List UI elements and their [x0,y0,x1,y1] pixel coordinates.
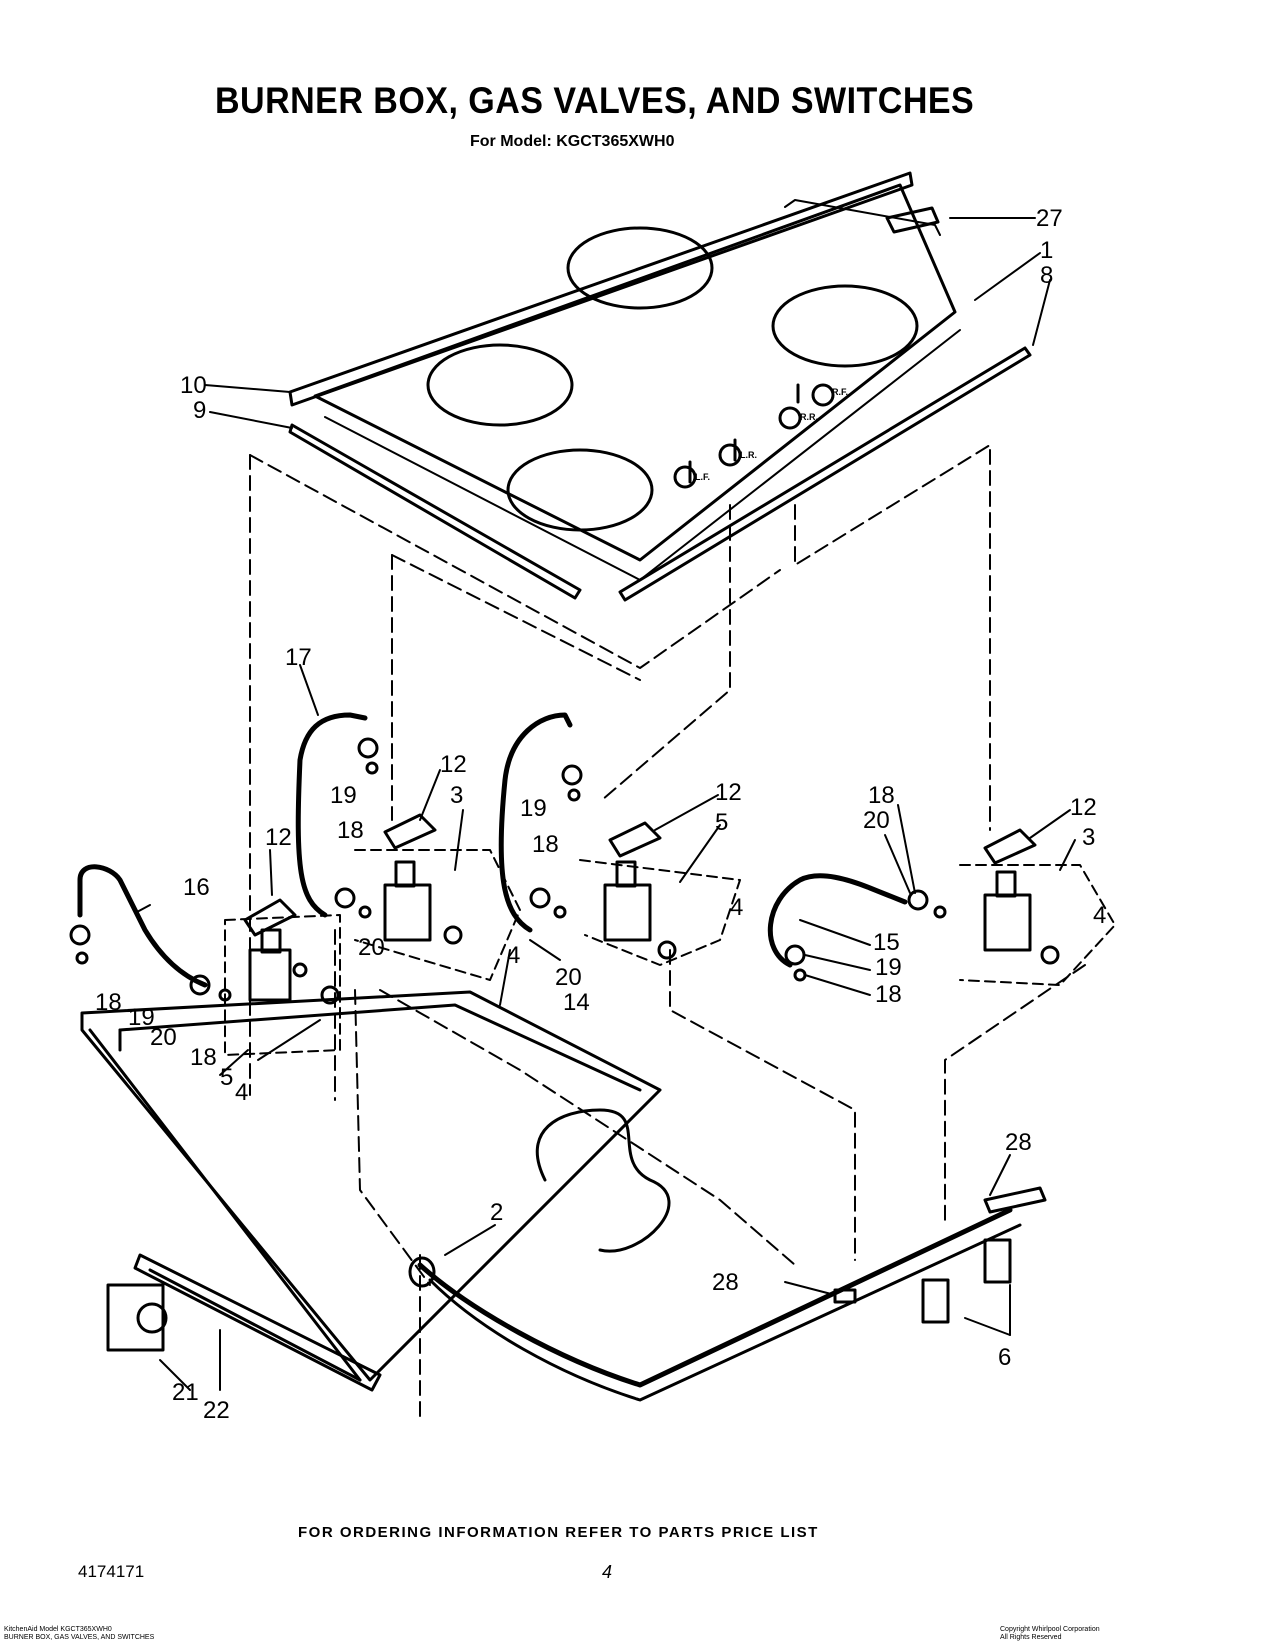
callout-3b: 3 [1082,824,1095,851]
fine-print-right: Copyright Whirlpool Corporation All Righ… [1000,1626,1100,1642]
label-left-rear: L.R. [740,450,757,460]
callout-18a: 18 [868,782,895,809]
callout-1: 1 [1040,237,1053,264]
callout-9: 9 [193,397,206,424]
fine-print-left-line1: KitchenAid Model KGCT365XWH0 [4,1626,112,1633]
callout-4b: 4 [1093,902,1106,929]
gas-valve-left [224,914,341,1056]
gas-valve-center-left [354,849,521,981]
callout-18f: 18 [190,1044,217,1071]
fine-print-right-line1: Copyright Whirlpool Corporation [1000,1626,1100,1633]
gas-tubes [77,712,908,988]
callout-12b: 12 [440,751,467,778]
fine-print-left: KitchenAid Model KGCT365XWH0 BURNER BOX,… [4,1626,154,1642]
callout-4d: 4 [235,1079,248,1106]
callout-20d: 20 [150,1024,177,1051]
callout-19a: 19 [330,782,357,809]
callout-12a: 12 [265,824,292,851]
callout-5a: 5 [715,809,728,836]
callout-12c: 12 [715,779,742,806]
label-right-front: R.F. [832,387,848,397]
callout-20c: 20 [555,964,582,991]
callout-4c: 4 [507,942,520,969]
trim-strips [288,171,1032,602]
fine-print-right-line2: All Rights Reserved [1000,1634,1062,1641]
callout-16: 16 [183,874,210,901]
callout-20b: 20 [358,934,385,961]
callout-5b: 5 [220,1064,233,1091]
callout-4a: 4 [730,894,743,921]
callout-18b: 18 [337,817,364,844]
callout-19d: 19 [128,1004,155,1031]
callout-15: 15 [873,929,900,956]
callout-20a: 20 [863,807,890,834]
page-number: 4 [602,1562,613,1582]
gas-valve-right [959,864,1116,986]
manifold-pipe [408,1207,1022,1402]
callout-17: 17 [285,644,312,671]
callout-28a: 28 [1005,1129,1032,1156]
document-number: 4174171 [78,1562,145,1581]
callout-27: 27 [1036,205,1063,232]
callout-21: 21 [172,1379,199,1406]
callout-8: 8 [1040,262,1053,289]
callout-2: 2 [490,1199,503,1226]
label-right-rear: R.R. [800,412,818,422]
callout-28b: 28 [712,1269,739,1296]
callout-12d: 12 [1070,794,1097,821]
callout-18d: 18 [875,981,902,1008]
page-title: BURNER BOX, GAS VALVES, AND SWITCHES [215,80,975,121]
fine-print-left-line2: BURNER BOX, GAS VALVES, AND SWITCHES [4,1634,155,1641]
cooktop-panel [313,183,961,581]
callout-10: 10 [180,372,207,399]
burner-box [80,990,671,1382]
callout-14: 14 [563,989,590,1016]
label-left-front: L.F. [695,472,710,482]
callout-3a: 3 [450,782,463,809]
callout-6: 6 [998,1344,1011,1371]
model-number: For Model: KGCT365XWH0 [470,133,675,150]
callout-18e: 18 [95,989,122,1016]
callout-19c: 19 [875,954,902,981]
ordering-note: FOR ORDERING INFORMATION REFER TO PARTS … [298,1524,819,1541]
callout-18c: 18 [532,831,559,858]
gas-valve-center [579,859,741,966]
callout-19b: 19 [520,795,547,822]
callout-22: 22 [203,1397,230,1424]
